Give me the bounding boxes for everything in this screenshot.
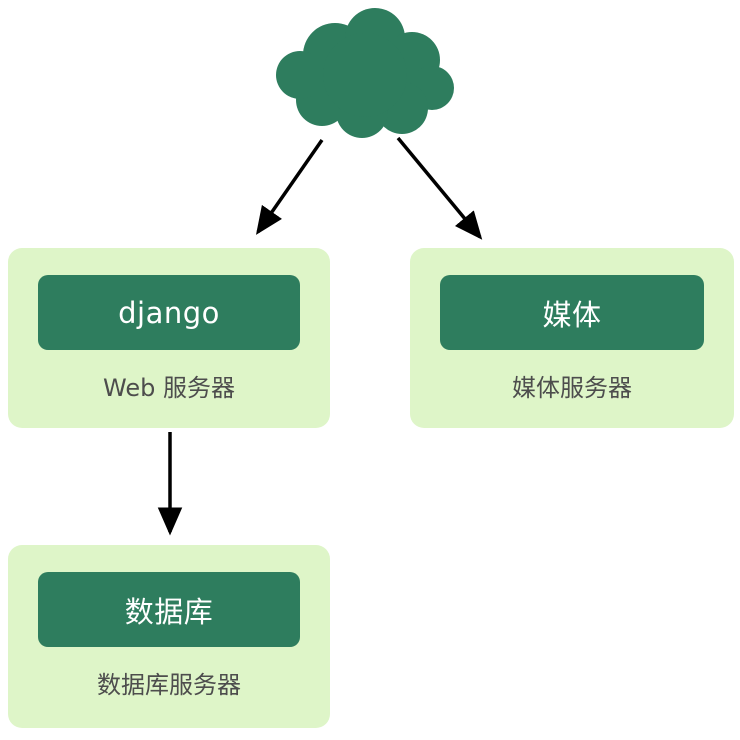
arrow-cloud-to-web: [256, 139, 324, 235]
web-server-node: django Web 服务器: [8, 248, 330, 428]
django-box: django: [38, 275, 300, 350]
database-server-caption: 数据库服务器: [97, 671, 241, 699]
media-box: 媒体: [440, 275, 704, 350]
database-box: 数据库: [38, 572, 300, 647]
web-server-caption: Web 服务器: [103, 374, 235, 402]
internet-cloud-icon: [276, 8, 454, 138]
media-server-caption: 媒体服务器: [512, 374, 632, 402]
database-server-node: 数据库 数据库服务器: [8, 545, 330, 728]
media-server-node: 媒体 媒体服务器: [410, 248, 734, 428]
database-box-label: 数据库: [124, 594, 214, 629]
media-box-label: 媒体: [542, 297, 602, 332]
arrow-cloud-to-media: [396, 136, 483, 240]
django-box-label: django: [118, 295, 220, 330]
